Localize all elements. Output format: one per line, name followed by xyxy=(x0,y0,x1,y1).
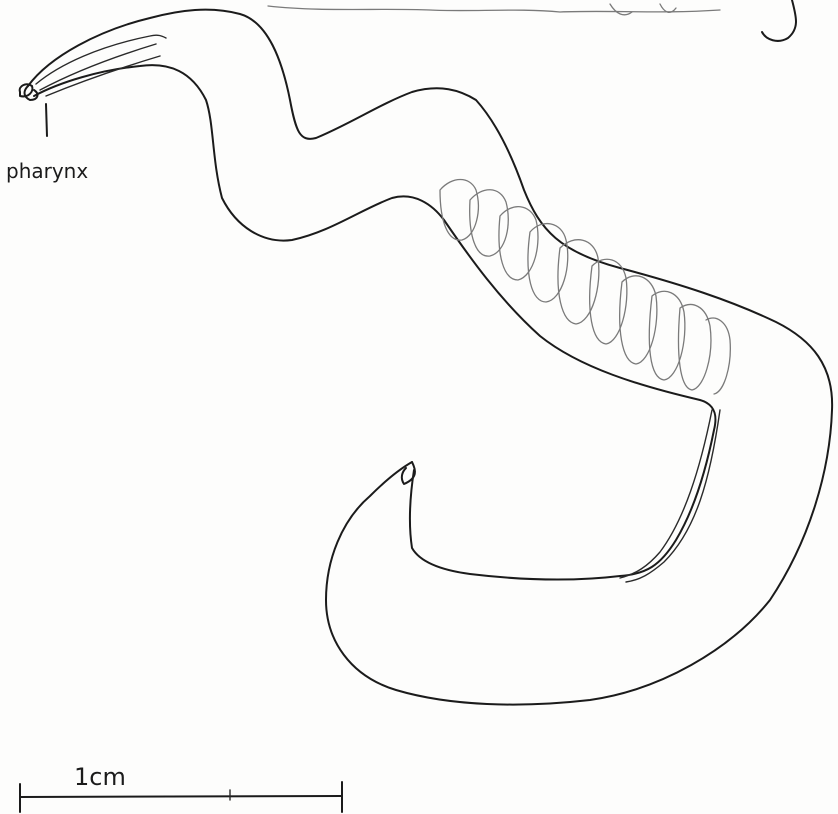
cropped-top-handwriting xyxy=(268,0,796,41)
pharynx-structure xyxy=(20,35,166,100)
pharynx-label: pharynx xyxy=(6,159,88,183)
scale-bar-label: 1cm xyxy=(74,763,126,791)
pharynx-leader-line xyxy=(46,104,47,136)
worm-body xyxy=(28,10,832,705)
scale-bar xyxy=(20,782,342,812)
